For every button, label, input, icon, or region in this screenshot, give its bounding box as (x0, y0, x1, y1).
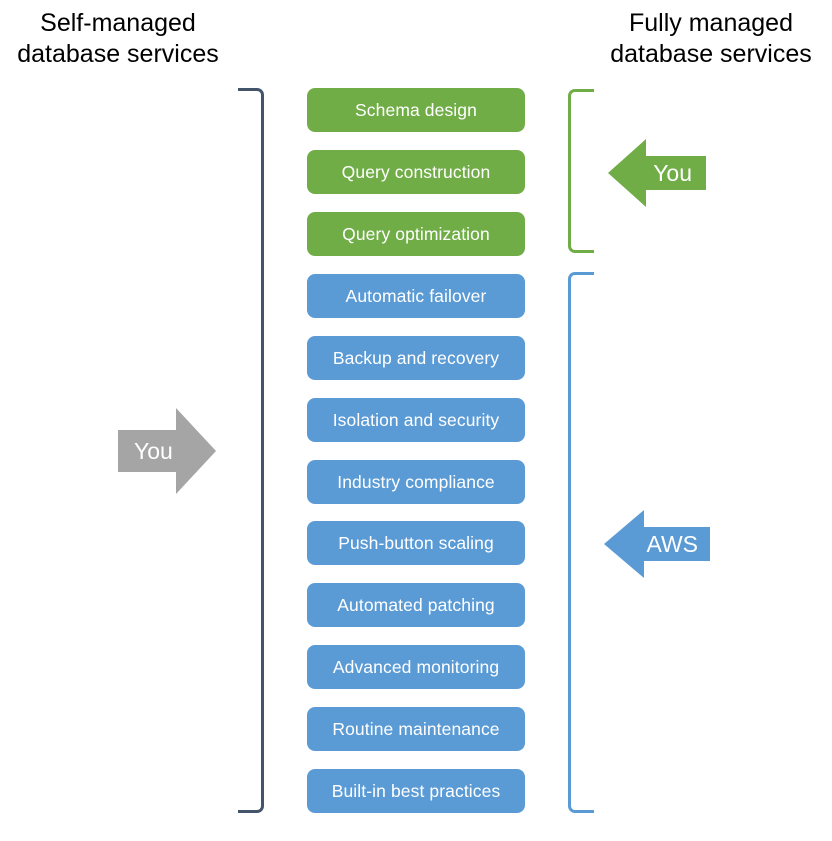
capability-box[interactable]: Automated patching (307, 583, 525, 627)
arrow-you-fully-managed: You (608, 139, 706, 207)
capability-box[interactable]: Query optimization (307, 212, 525, 256)
capability-box[interactable]: Industry compliance (307, 460, 525, 504)
capability-box[interactable]: Schema design (307, 88, 525, 132)
arrow-right-shape (118, 408, 216, 494)
capability-box[interactable]: Advanced monitoring (307, 645, 525, 689)
arrow-you-self-managed: You (118, 408, 216, 494)
bracket-customer-responsibility (568, 89, 594, 253)
capability-box[interactable]: Built-in best practices (307, 769, 525, 813)
capability-box[interactable]: Push-button scaling (307, 521, 525, 565)
arrow-aws-fully-managed: AWS (604, 510, 710, 578)
arrow-left-shape (608, 139, 706, 207)
capability-box[interactable]: Routine maintenance (307, 707, 525, 751)
bracket-aws-responsibility (568, 272, 594, 813)
capability-box[interactable]: Automatic failover (307, 274, 525, 318)
heading-fully-managed: Fully managed database services (610, 9, 812, 68)
bracket-self-managed (238, 88, 264, 813)
capability-box[interactable]: Isolation and security (307, 398, 525, 442)
capability-box[interactable]: Query construction (307, 150, 525, 194)
heading-self-managed: Self-managed database services (17, 9, 219, 68)
capability-box[interactable]: Backup and recovery (307, 336, 525, 380)
arrow-left-shape (604, 510, 710, 578)
